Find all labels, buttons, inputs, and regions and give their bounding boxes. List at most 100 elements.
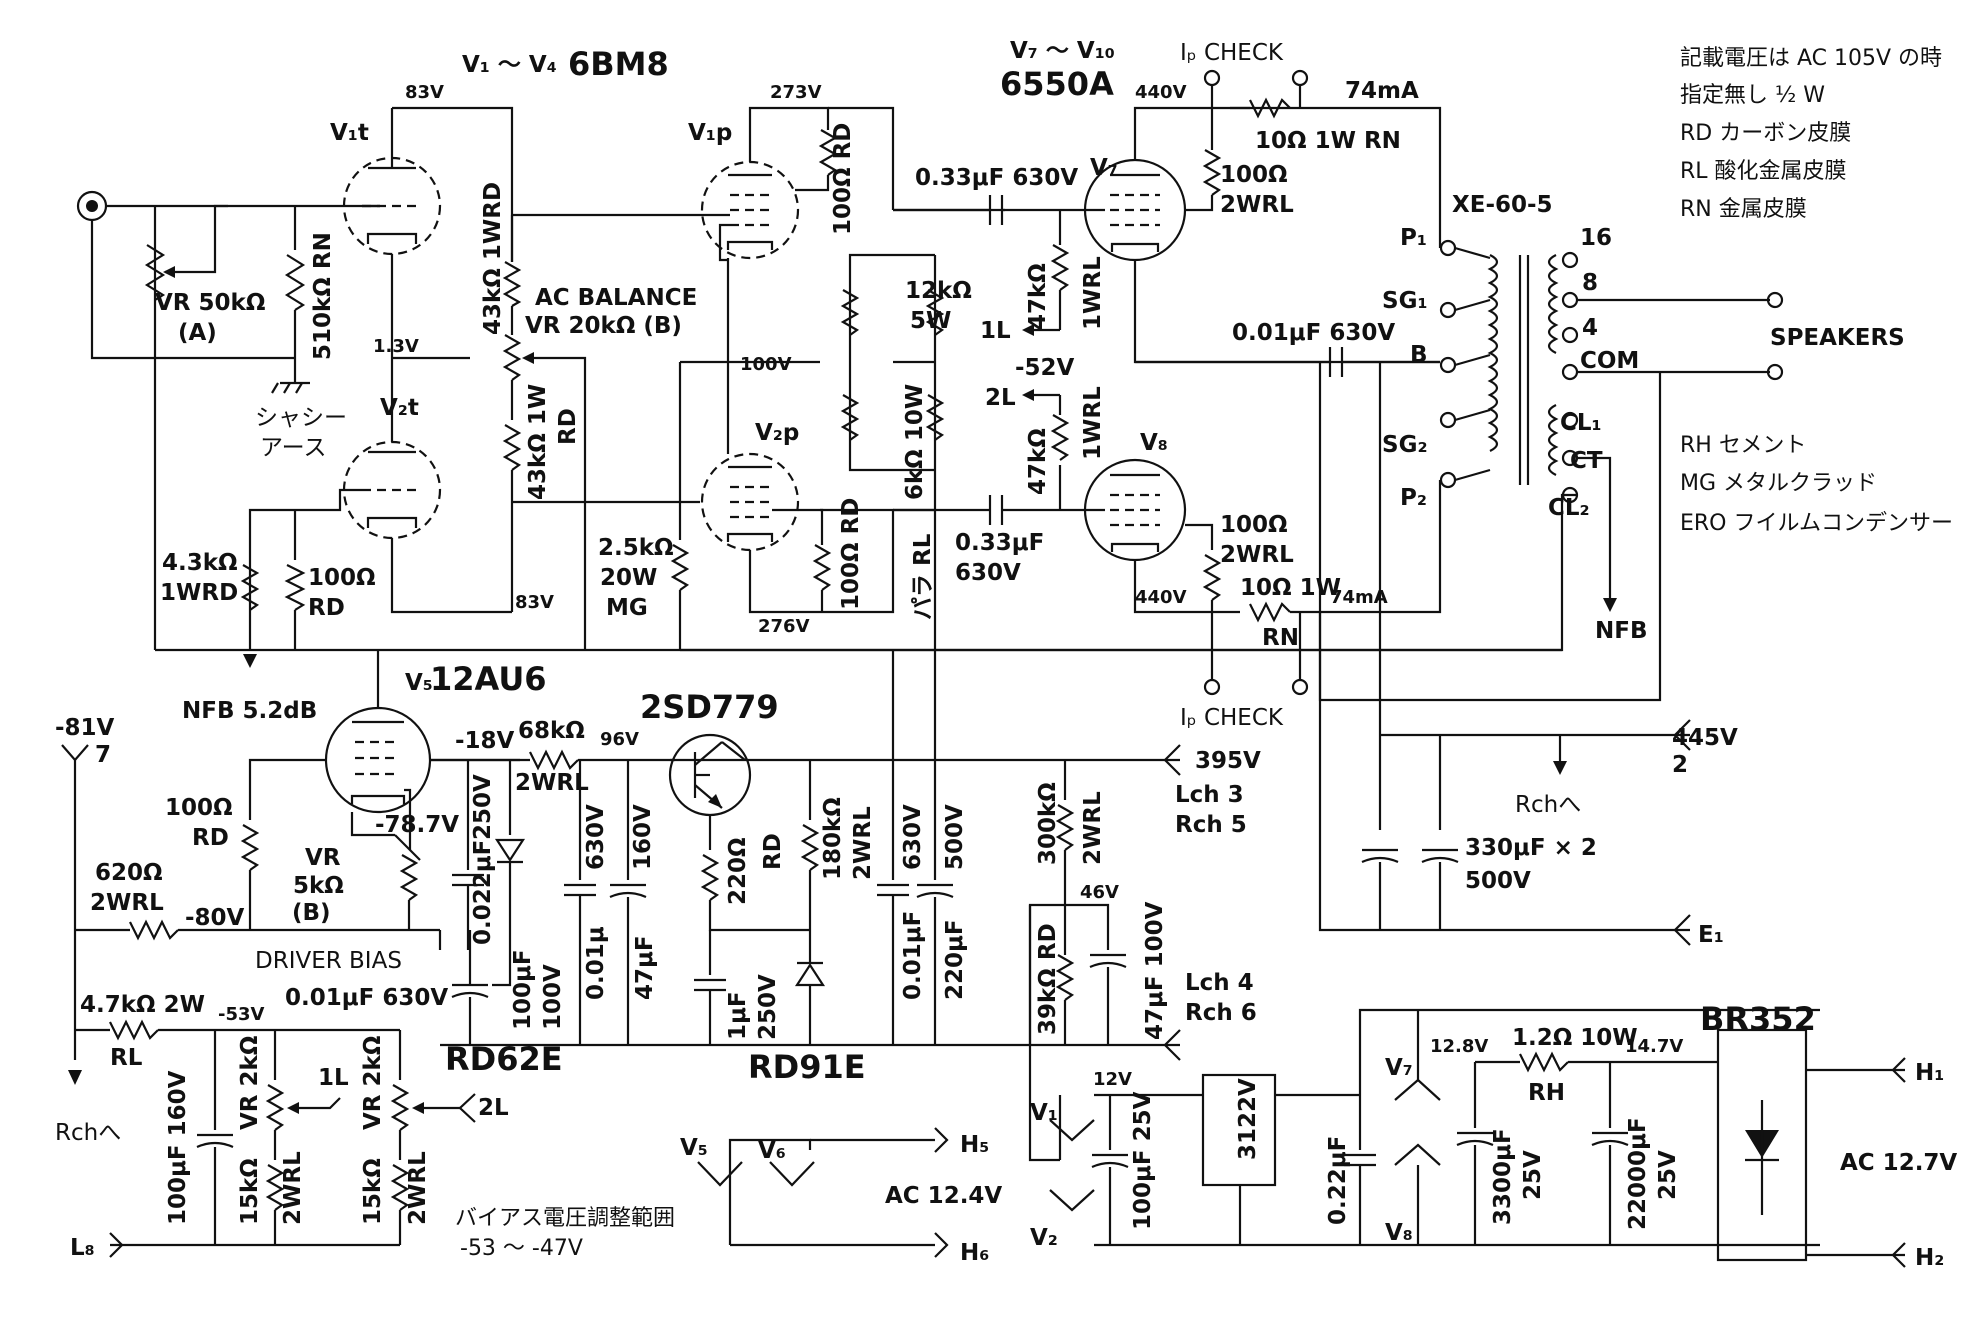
minus78-label: -78.7V <box>375 812 459 838</box>
xe60-label: XE-60-5 <box>1452 192 1553 218</box>
c100uf-label: 100μF <box>510 949 536 1030</box>
c3300-v-label: 25V <box>1520 1150 1546 1200</box>
v445-label: 445V <box>1672 725 1738 751</box>
r68k-b-label: 2WRL <box>515 770 589 796</box>
v7-label: V₇ <box>1090 155 1118 181</box>
rch6-label: Rch 6 <box>1185 1000 1257 1026</box>
v276-label: 276V <box>758 616 810 637</box>
ac12-7-label: AC 12.7V <box>1840 1150 1957 1176</box>
r15k-b-label: 15kΩ <box>360 1158 386 1225</box>
v5-label: V₅ <box>405 670 433 696</box>
c001-drv-label: 0.01μF 630V <box>285 985 448 1011</box>
rd62e-label: RD62E <box>445 1040 563 1078</box>
r6k-label: 6kΩ 10W <box>902 384 928 500</box>
rch-to2-label: Rchへ <box>55 1120 121 1146</box>
r100-v2t-b-label: RD <box>308 595 345 621</box>
input-jack <box>76 190 108 222</box>
h6-label: H₆ <box>960 1240 989 1266</box>
r10-top-label: 10Ω 1W RN <box>1255 128 1401 154</box>
r39k-label: 39kΩ RD <box>1035 923 1061 1035</box>
c001u-label: 0.01μ <box>583 926 609 1000</box>
rch-to-label: Rchへ <box>1515 792 1581 818</box>
h5-label: H₅ <box>960 1132 989 1158</box>
c47u-label: 47μF <box>632 935 658 1000</box>
rch5-label: Rch 5 <box>1175 812 1247 838</box>
c1u-v-label: 250V <box>755 974 781 1040</box>
v8h-label: V₈ <box>1385 1220 1413 1246</box>
v1h-label: V₁ <box>1030 1100 1058 1126</box>
v12-8-label: 12.8V <box>1430 1036 1488 1057</box>
r43k-bot-rd-label: RD <box>555 408 581 445</box>
l1b-label: 1L <box>318 1065 349 1091</box>
ac-balance-label: AC BALANCE <box>535 285 697 311</box>
v2h-label: V₂ <box>1030 1225 1058 1251</box>
v5h-label: V₅ <box>680 1135 708 1161</box>
seven-label: 7 <box>95 742 111 768</box>
note-line-2: 指定無し ½ W <box>1680 83 1825 108</box>
minus80-label: -80V <box>185 905 245 931</box>
e1-label: E₁ <box>1698 922 1724 948</box>
r180k-b-label: 2WRL <box>850 806 876 880</box>
c250v-label: 250V <box>470 774 496 840</box>
sg2-label: SG₂ <box>1382 432 1428 458</box>
chassis-label: シャシー <box>255 405 347 431</box>
r12k-label: 12kΩ <box>905 278 972 304</box>
r47k-bot-label: 47kΩ <box>1025 428 1051 495</box>
r2-5k-c-label: MG <box>606 595 648 621</box>
v7h-label: V₇ <box>1385 1055 1413 1081</box>
r4-7k-label: 4.7kΩ 2W <box>80 992 205 1018</box>
rh-label: RH <box>1528 1080 1565 1106</box>
note-line-3: RD カーボン皮膜 <box>1680 121 1851 146</box>
v1-3-label: 1.3V <box>373 336 419 357</box>
tube-v5 <box>324 706 432 814</box>
bridge-rectifier-br352 <box>1716 1028 1808 1262</box>
c500v-label: 500V <box>942 804 968 870</box>
r4-3k-label: 4.3kΩ <box>162 550 238 576</box>
c100-160-label: 100μF 160V <box>165 1070 191 1225</box>
r4-7k-rl-label: RL <box>110 1045 143 1071</box>
c330-label: 330μF × 2 <box>1465 835 1597 861</box>
r2wrl-a-label: 2WRL <box>280 1151 306 1225</box>
chassis-ground-symbol <box>271 358 310 394</box>
vr50k-label: VR 50kΩ <box>155 290 265 316</box>
c100-25-label: 100μF 25V <box>1130 1091 1156 1230</box>
ac12-4-label: AC 12.4V <box>885 1183 1002 1209</box>
b-label: B <box>1410 342 1428 368</box>
c47-100-label: 47μF 100V <box>1142 901 1168 1040</box>
r5w-label: 5W <box>910 308 951 334</box>
tube-v1p <box>700 160 800 260</box>
r10-bot-rn-label: RN <box>1262 625 1299 651</box>
v1t-label: V₁t <box>330 120 369 146</box>
tubes-v7-v10-label: V₇ ～ V₁₀ <box>1010 38 1115 64</box>
minus81-label: -81V <box>55 715 115 741</box>
r510k-label: 510kΩ RN <box>310 232 336 360</box>
r620b-label: 2WRL <box>90 890 164 916</box>
c1u-label: 1μF <box>725 991 751 1040</box>
legend-line-1: RH セメント <box>1680 433 1806 458</box>
r68k-label: 68kΩ <box>518 718 585 744</box>
para-rl-label: パラ RL <box>910 533 936 620</box>
l8-label: L₈ <box>70 1235 95 1261</box>
v96-label: 96V <box>600 729 639 750</box>
h1-label: H₁ <box>1915 1060 1944 1086</box>
r180k-label: 180kΩ <box>820 797 846 880</box>
r220-label: 220Ω <box>725 837 751 905</box>
lch3-label: Lch 3 <box>1175 782 1244 808</box>
minus18-label: -18V <box>455 728 515 754</box>
r100-v7-label: 100Ω <box>1220 162 1288 188</box>
earth-label: アース <box>260 435 326 461</box>
r15k-a-label: 15kΩ <box>237 1158 263 1225</box>
r2wrl-b-label: 2WRL <box>405 1151 431 1225</box>
rd91e-label: RD91E <box>748 1048 866 1086</box>
c330-v-label: 500V <box>1465 868 1531 894</box>
one-l-label: 1L <box>980 318 1011 344</box>
vr5k-label: VR <box>305 845 341 871</box>
c630-label: 630V <box>583 804 609 870</box>
lch4-label: Lch 4 <box>1185 970 1254 996</box>
tube-v1t <box>342 108 442 256</box>
r1wrl-top-label: 1WRL <box>1080 256 1106 330</box>
minus52-label: -52V <box>1015 355 1075 381</box>
v273-label: 273V <box>770 82 822 103</box>
r4-3k-b-label: 1WRD <box>160 580 238 606</box>
v12-label: 12V <box>1093 1069 1132 1090</box>
